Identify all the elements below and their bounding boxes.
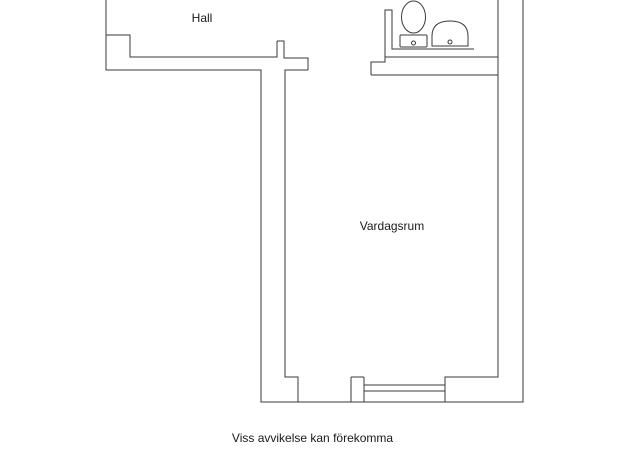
living-room-walls (284, 56, 499, 402)
hall-partition-right (277, 40, 309, 70)
bathroom-walls (384, 0, 499, 57)
toilet-icon (399, 0, 428, 48)
hall-walls (105, 0, 524, 403)
window-panes (364, 384, 445, 392)
sink-icon (431, 20, 469, 47)
hall-left-wall (105, 0, 524, 403)
window-frame (350, 376, 365, 402)
room-label-hall: Hall (192, 11, 213, 25)
disclaimer-text: Viss avvikelse kan förekomma (231, 431, 394, 445)
room-label-living-room: Vardagsrum (360, 219, 424, 233)
living-room-left-wall (284, 69, 308, 402)
bathroom-left-wall (384, 9, 474, 57)
hall-inner-wall (106, 34, 278, 58)
living-room-top-right-wall (370, 56, 499, 402)
window (350, 376, 445, 402)
